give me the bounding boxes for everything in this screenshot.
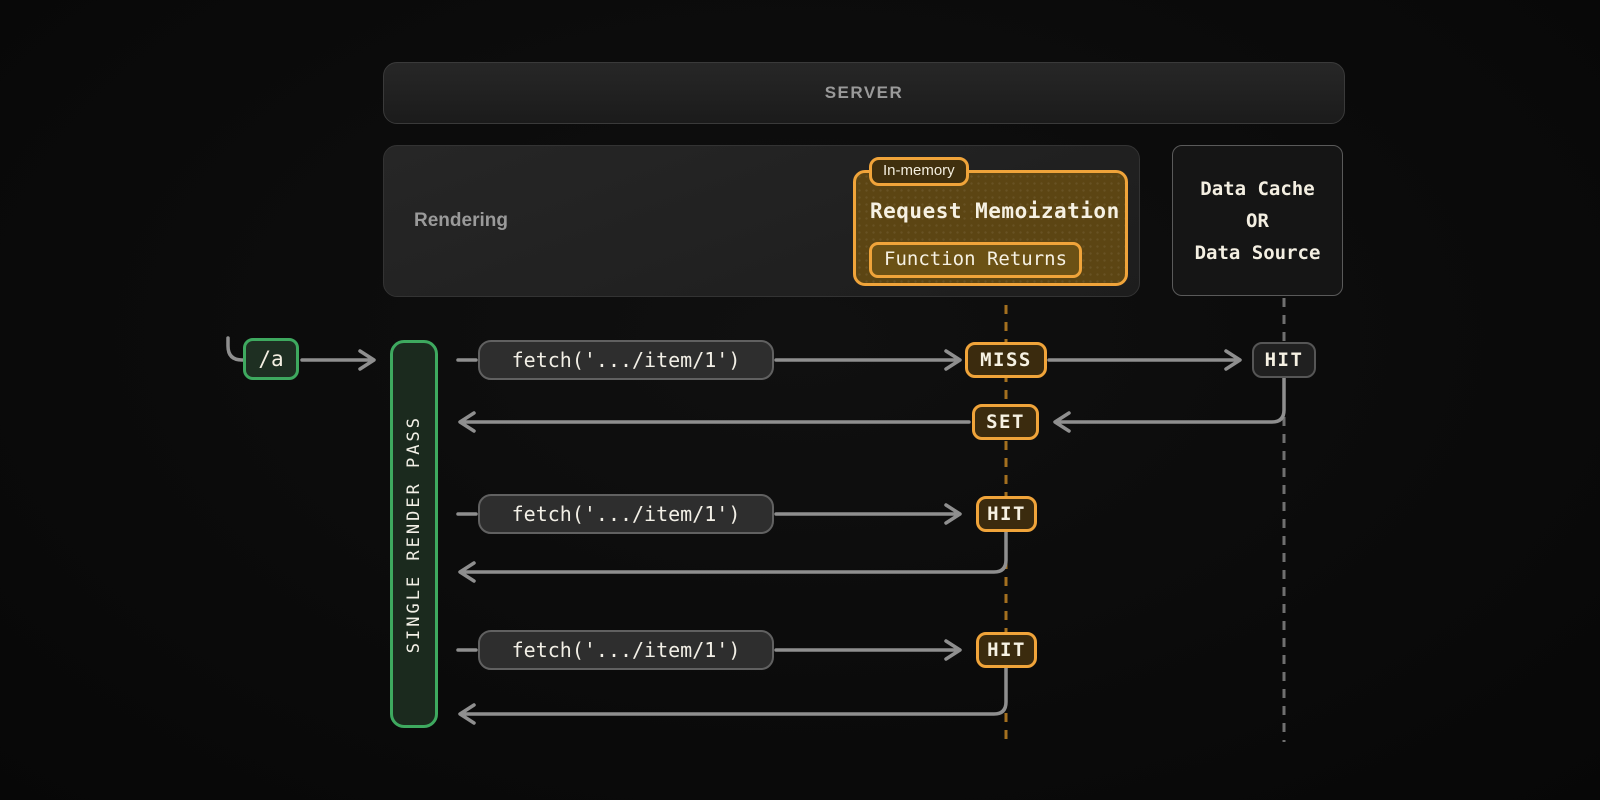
row2-return-arrow bbox=[458, 530, 1008, 583]
rendering-label: Rendering bbox=[414, 210, 508, 231]
data-cache-line2: OR bbox=[1246, 209, 1269, 232]
row3-fetch-to-hit-arrow bbox=[774, 639, 962, 661]
miss-badge: MISS bbox=[965, 342, 1047, 378]
cachehit-to-set-arrow bbox=[1053, 376, 1286, 433]
hit-badge-row3: HIT bbox=[976, 632, 1037, 668]
single-render-pass-bar: SINGLE RENDER PASS bbox=[390, 340, 438, 728]
server-box: SERVER bbox=[383, 62, 1345, 124]
hit-badge-row2: HIT bbox=[976, 496, 1037, 532]
single-render-pass-label: SINGLE RENDER PASS bbox=[404, 414, 424, 654]
data-cache-hit-badge: HIT bbox=[1252, 342, 1316, 378]
row1-fetch-to-miss-arrow bbox=[774, 349, 962, 371]
request-memoization-box: In-memory Request Memoization Function R… bbox=[853, 157, 1128, 286]
data-cache-line1: Data Cache bbox=[1200, 177, 1315, 200]
function-returns-box: Function Returns bbox=[869, 242, 1083, 278]
data-cache-box: Data Cache OR Data Source bbox=[1172, 145, 1343, 296]
fetch-call-2: fetch('.../item/1') bbox=[478, 494, 774, 534]
row2-fetch-to-hit-arrow bbox=[774, 503, 962, 525]
in-memory-badge: In-memory bbox=[869, 157, 969, 186]
fetch-call-1: fetch('.../item/1') bbox=[478, 340, 774, 380]
route-a-badge: /a bbox=[243, 338, 299, 380]
route-entry-elbow bbox=[226, 336, 248, 362]
set-badge: SET bbox=[972, 404, 1039, 440]
request-memoization-title: Request Memoization bbox=[870, 199, 1120, 223]
row1-miss-to-cache-arrow bbox=[1047, 349, 1242, 371]
data-cache-line3: Data Source bbox=[1194, 241, 1321, 264]
set-to-renderpass-arrow bbox=[458, 411, 971, 433]
fetch-call-3: fetch('.../item/1') bbox=[478, 630, 774, 670]
server-label: SERVER bbox=[824, 83, 904, 102]
row3-return-arrow bbox=[458, 666, 1008, 725]
route-to-renderpass-arrow bbox=[300, 349, 376, 371]
